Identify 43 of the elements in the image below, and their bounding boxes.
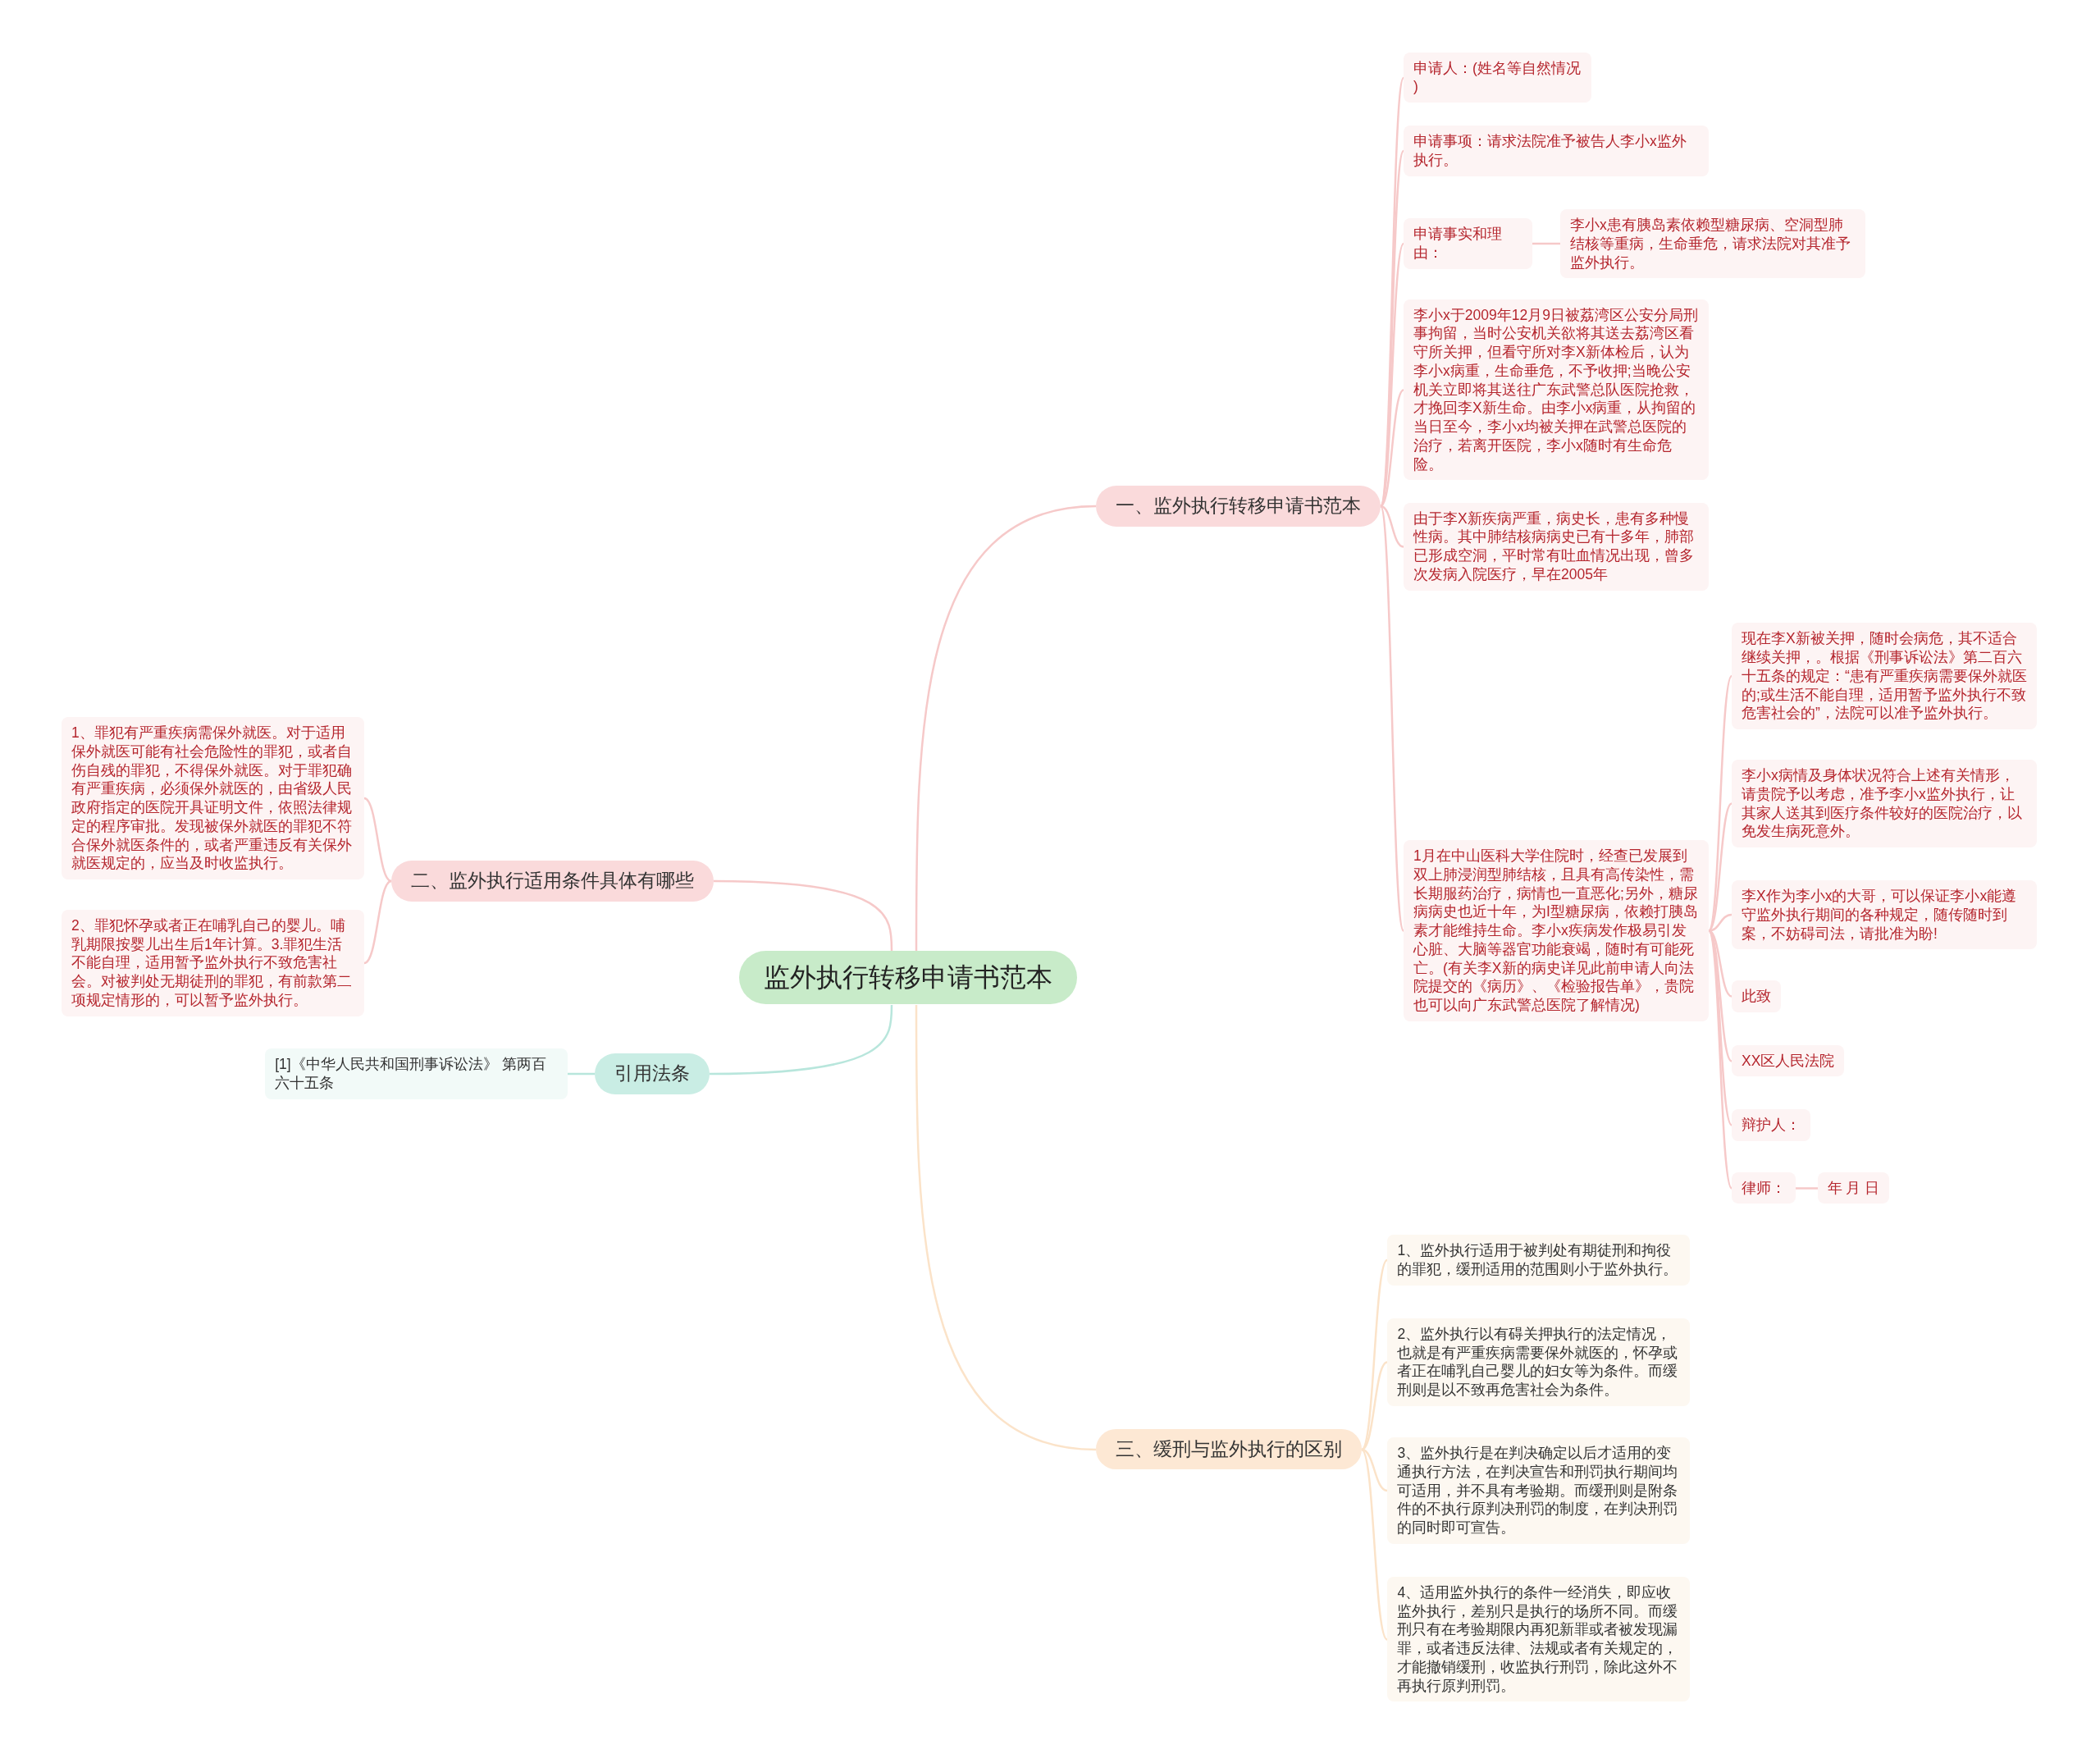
branch-topic: 二、监外执行适用条件具体有哪些 [390,861,714,902]
topic-card: 辩护人： [1732,1108,1810,1141]
topic-card: 4、适用监外执行的条件一经消失，即应收监外执行，差别只是执行的场所不同。而缓刑只有在考验期限内再犯新罪或者被发现漏罪，或者违反法律、法规或者有关规定的，才能撤销缓刑，收监执行刑罚，除此这外不再执行原判刑罚。 [1387,1576,1691,1702]
connector-line [1532,242,1560,245]
connector-line [363,879,392,965]
connector-line [1361,1259,1388,1450]
topic-card: [1]《中华人民共和国刑事诉讼法》 第两百六十五条 [265,1048,568,1099]
topic-card: 年 月 日 [1817,1172,1890,1204]
connector-line [709,1005,893,1076]
topic-card: 2、罪犯怀孕或者正在哺乳自己的婴儿。哺乳期限按婴儿出生后1年计算。3.罪犯生活不能自理，适用暂予监外执行不致危害社会。对被判处无期徒刑的罪犯，有前款第二项规定情形的，可以暂予监外执行。 [62,909,365,1016]
connector-line [713,879,893,951]
topic-card: 申请事实和理由： [1404,218,1532,269]
topic-card: 李X作为李小x的大哥，可以保证李小x能遵守监外执行期间的各种规定，随传随时到案，不妨碍司法，请批准为盼! [1732,880,2038,950]
connector-line [1380,389,1404,507]
topic-card: 律师： [1732,1172,1796,1204]
branch-topic: 三、缓刑与监外执行的区别 [1095,1428,1362,1470]
topic-card: 由于李X新疾病严重，病史长，患有多种慢性病。其中肺结核病病史已有十多年，肺部已形成空洞，平时常有吐血情况出现，曾多次发病入院医疗，早在2005年 [1404,502,1710,591]
topic-card: 1、监外执行适用于被判处有期徒刑和拘役的罪犯，缓刑适用的范围则小于监外执行。 [1387,1235,1691,1286]
connector-line [1361,1448,1388,1492]
topic-card: 3、监外执行是在判决确定以后才适用的变通执行方法，在判决宣告和刑罚执行期间均可适用，并不具有考验期。而缓刑则是附条件的不执行原判决刑罚的制度，在判决刑罚的同时即可宣告。 [1387,1437,1691,1544]
connector-line [363,797,392,883]
topic-card: 此致 [1732,980,1781,1012]
topic-card: 2、监外执行以有碍关押执行的法定情况，也就是有严重疾病需要保外就医的，怀孕或者正在哺乳自己婴儿的妇女等为条件。而缓刑则是以不致再危害社会为条件。 [1387,1318,1691,1406]
topic-card: 申请事项：请求法院准予被告人李小x监外执行。 [1404,126,1710,176]
topic-card: 李小x患有胰岛素依赖型糖尿病、空洞型肺结核等重病，生命垂危，请求法院对其准予监外执行。 [1560,209,1866,279]
topic-card: 李小x病情及身体状况符合上述有关情形，请贵院予以考虑，准予李小x监外执行，让其家人送其到医疗条件较好的医院治疗，以免发生病死意外。 [1732,760,2038,848]
connector-line [1379,505,1405,931]
connector-line [915,1005,1097,1451]
connector-line [1708,802,1732,932]
topic-card: 1月在中山医科大学住院时，经查已发展到双上肺浸润型肺结核，且具有高传染性，需长期服药治疗，病情也一直恶化;另外，糖尿病病史也近十年，为I型糖尿病，依赖打胰岛素才能维持生命。李小x疾病发作极易引发心脏、大脑等器官功能衰竭，随时有可能死亡。(有关李X新的病史详见此前申请人向法院提交的《病历》、《检验报告单》，贵院也可以向广东武警总医院了解情况) [1404,840,1710,1021]
connector-line [1361,1449,1388,1641]
connector-line [915,505,1097,951]
topic-card: 李小x于2009年12月9日被荔湾区公安分局刑事拘留，当时公安机关欲将其送去荔湾区看守所关押，但看守所对李X新体检后，认为李小x病重，生命垂危，不予收押;当晚公安机关立即将其送往广东武警总队医院抢救，才挽回李X新生命。由李小x病重，从拘留的当日至今，李小x均被关押在武警总医院的治疗，若离开医院，李小x随时有生命危险。 [1404,299,1710,481]
topic-card: 现在李X新被关押，随时会病危，其不适合继续关押，。根据《刑事诉讼法》第二百六十五条的规定：“患有严重疾病需要保外就医的;或生活不能自理，适用暂予监外执行不致危害社会的”，法院可以准予监外执行。 [1732,623,2038,730]
connector-line [1380,505,1404,548]
topic-card: 申请人：(姓名等自然情况 ) [1404,52,1591,103]
topic-card: 1、罪犯有严重疾病需保外就医。对于适用保外就医可能有社会危险性的罪犯，或者自伤自残的罪犯，不得保外就医。对于罪犯确有严重疾病，必须保外就医的，由省级人民政府指定的医院开具证明文件，依照法律规定的程序审批。发现被保外就医的罪犯不符合保外就医条件的，或者严重违反有关保外就医规定的，应当及时收监执行。 [62,717,365,880]
connector-line [1796,1187,1818,1190]
connector-line [568,1072,595,1076]
topic-card: XX区人民法院 [1732,1044,1845,1077]
branch-topic: 一、监外执行转移申请书范本 [1095,486,1381,528]
branch-topic: 引用法条 [594,1053,710,1095]
central-topic: 监外执行转移申请书范本 [739,950,1078,1005]
